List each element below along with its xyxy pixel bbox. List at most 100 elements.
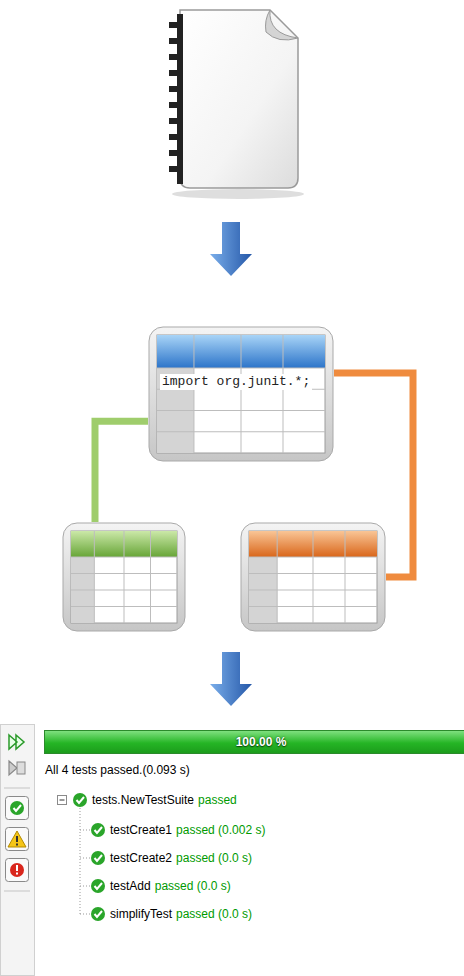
filter-button (6, 859, 29, 882)
error-mark (16, 865, 18, 871)
table-graphic (62, 522, 186, 632)
table-frame (149, 327, 333, 461)
spiral-binding (169, 22, 181, 28)
table-grid (150, 531, 151, 623)
panel-ground (0, 724, 464, 976)
rerun-failed-icon (17, 762, 25, 774)
table-grid (157, 431, 325, 432)
table-grid (94, 531, 95, 623)
table-body (157, 335, 325, 453)
table-body (71, 531, 177, 623)
table-grid (157, 368, 325, 369)
icon-shadow (172, 189, 304, 199)
test-name: testCreate2 (110, 851, 172, 865)
connector-line (95, 421, 148, 522)
tree-line (80, 808, 81, 914)
passed-icon (91, 851, 105, 865)
collapse-mark (60, 800, 65, 801)
passed-icon (73, 793, 87, 807)
tree-line (80, 886, 91, 887)
check-mark (95, 911, 103, 917)
table-icon (240, 522, 386, 632)
check-mark (95, 855, 103, 861)
table-frame (241, 523, 385, 631)
error-icon (10, 863, 24, 877)
tree-line (80, 830, 91, 831)
table-icon: import org.junit.*; (148, 326, 334, 462)
test-status: passed (0.0 s) (155, 879, 231, 893)
table-grid (249, 606, 377, 607)
table-grid (71, 573, 177, 574)
rerun-icon (9, 735, 24, 749)
spiral-binding (169, 86, 181, 92)
warning-icon (8, 831, 26, 847)
spiral-binding (169, 70, 181, 76)
toolbar-separator (4, 788, 30, 789)
passed-icon (91, 907, 105, 921)
table-grid (277, 531, 278, 623)
spiral-binding (169, 54, 181, 60)
check-mark (95, 827, 103, 833)
test-name: testAdd (110, 879, 151, 893)
progress-bar: 100.00 % (44, 730, 464, 754)
table-grid (283, 335, 284, 453)
document-icon (169, 10, 304, 199)
passed-icon (91, 879, 105, 893)
test-status: passed (0.0 s) (176, 907, 252, 921)
check-mark (14, 805, 22, 811)
table-graphic (240, 522, 386, 632)
passed-icon (91, 823, 105, 837)
spiral-binding (169, 118, 181, 124)
table-graphic (148, 326, 334, 462)
test-status: passed (0.0 s) (176, 851, 252, 865)
table-grid (249, 573, 377, 574)
table-grid (124, 531, 125, 623)
toolbar-separator (4, 891, 30, 892)
rerun-failed-icon (9, 761, 17, 775)
table-body (249, 531, 377, 623)
spiral-binding (169, 38, 181, 44)
filter-button (6, 828, 29, 851)
collapse-box (58, 796, 67, 805)
table-grid (71, 557, 177, 558)
error-mark (16, 873, 18, 875)
table-grid (71, 590, 177, 591)
page-curl (266, 10, 299, 40)
spiral-binding (169, 166, 181, 172)
test-name: simplifyTest (110, 907, 172, 921)
test-name: testCreate1 (110, 823, 172, 837)
table-icon (62, 522, 186, 632)
status-summary: All 4 tests passed.(0.093 s) (45, 763, 190, 777)
tree-line (80, 858, 91, 859)
table-grid (313, 531, 314, 623)
toolbar (1, 725, 35, 976)
check-mark (95, 883, 103, 889)
tree-line (80, 914, 91, 915)
flow-arrow (210, 652, 252, 706)
suite-name: tests.NewTestSuite (92, 793, 194, 807)
flow-arrow (210, 222, 252, 276)
test-status: passed (198, 793, 237, 807)
table-frame (63, 523, 185, 631)
test-status: passed (0.002 s) (176, 823, 265, 837)
table-grid (193, 335, 194, 453)
table-grid (249, 590, 377, 591)
check-mark (77, 797, 85, 803)
code-text: import org.junit.*; (160, 374, 312, 390)
spiral-binding (169, 22, 181, 172)
progress-percent: 100.00 % (45, 731, 464, 753)
spiral-binding (169, 134, 181, 140)
table-grid (71, 606, 177, 607)
table-grid (241, 335, 242, 453)
warning-mark (16, 836, 18, 842)
table-grid (157, 410, 325, 411)
filter-button (6, 797, 29, 820)
results-panel (0, 724, 464, 976)
table-grid (345, 531, 346, 623)
spiral-binding (169, 102, 181, 108)
warning-mark (16, 844, 18, 846)
spiral-binding (169, 150, 181, 156)
table-grid (249, 557, 377, 558)
page-sheet (180, 10, 298, 188)
